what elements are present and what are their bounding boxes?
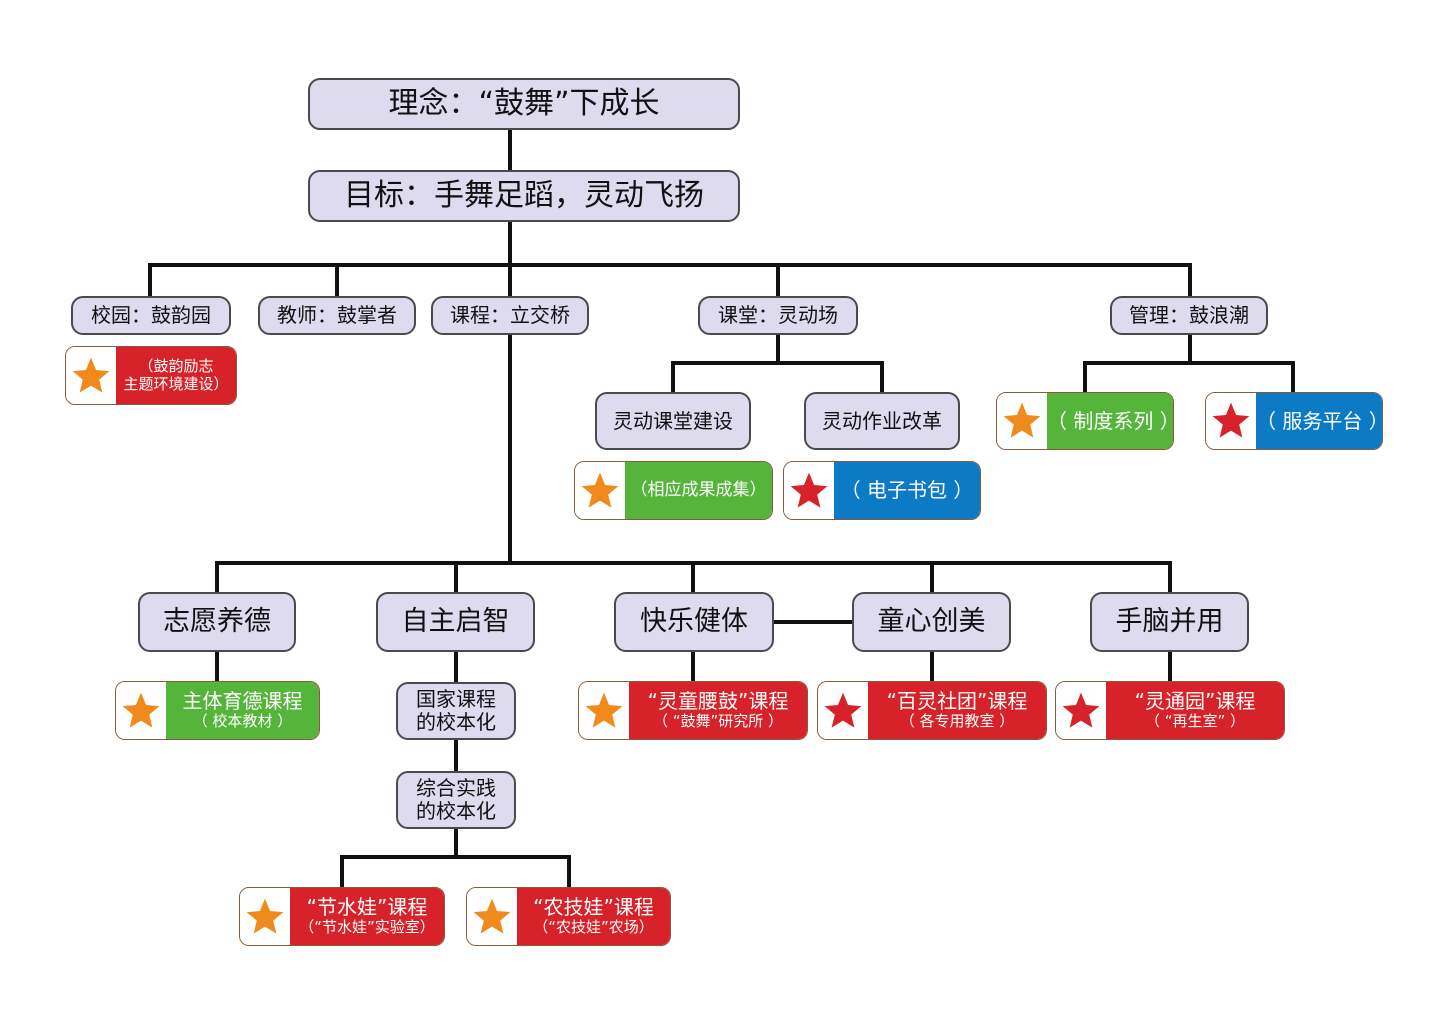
homework-reform-node: 灵动作业改革 (804, 392, 960, 450)
national-course-line2: 的校本化 (416, 710, 496, 734)
moral-badge-line2: （ 校本教材 ） (192, 712, 293, 731)
volunteer-node: 志愿养德 (138, 592, 296, 652)
farm-badge-line2: （“农技娃”农场） (533, 918, 654, 937)
service-badge-label: （ 服务平台 ） (1256, 408, 1383, 433)
national-course-line1: 国家课程 (416, 687, 496, 711)
volunteer-label: 志愿养德 (163, 606, 271, 638)
goal-node: 目标：手舞足蹈，灵动飞扬 (308, 170, 740, 222)
classroom-node: 课堂：灵动场 (698, 296, 858, 335)
national-course-node: 国家课程 的校本化 (396, 682, 516, 740)
garden-badge-line1: “灵通园”课程 (1134, 689, 1256, 714)
campus-badge-line1: （鼓韵励志 (138, 357, 214, 376)
concept-label: 理念：“鼓舞”下成长 (388, 85, 660, 121)
star-icon (579, 682, 629, 739)
star-icon (240, 888, 290, 945)
campus-badge: （鼓韵励志 主题环境建设） (65, 346, 237, 405)
service-badge: （ 服务平台 ） (1205, 392, 1383, 450)
practice-line2: 的校本化 (416, 799, 496, 823)
star-icon (467, 888, 517, 945)
practice-line1: 综合实践 (416, 776, 496, 800)
teacher-node: 教师：鼓掌者 (258, 296, 416, 335)
star-icon (116, 682, 166, 739)
teacher-label: 教师：鼓掌者 (277, 303, 397, 327)
achievements-badge: （相应成果成集） (574, 461, 773, 520)
star-icon (1206, 393, 1256, 449)
curriculum-node: 课程：立交桥 (431, 296, 589, 335)
drum-badge-line1: “灵童腰鼓”课程 (647, 689, 789, 714)
moral-badge: 主体育德课程 （ 校本教材 ） (115, 681, 320, 740)
management-node: 管理：鼓浪潮 (1110, 296, 1268, 335)
practice-node: 综合实践 的校本化 (396, 771, 516, 829)
star-icon (784, 462, 834, 519)
garden-badge-line2: （ “再生室” ） (1144, 712, 1246, 731)
handbrain-label: 手脑并用 (1115, 606, 1224, 638)
childlike-node: 童心创美 (852, 592, 1011, 652)
curriculum-label: 课程：立交桥 (450, 303, 570, 327)
classroom-label: 课堂：灵动场 (718, 303, 838, 327)
handbrain-node: 手脑并用 (1090, 592, 1249, 652)
star-icon (997, 393, 1047, 449)
campus-badge-line2: 主题环境建设） (123, 374, 229, 393)
homework-reform-label: 灵动作业改革 (822, 408, 942, 433)
club-badge-line2: （ 各专用教室 ） (899, 712, 1015, 731)
concept-node: 理念：“鼓舞”下成长 (308, 78, 740, 130)
classroom-build-label: 灵动课堂建设 (613, 408, 733, 433)
star-icon (1056, 682, 1106, 739)
system-badge: （ 制度系列 ） (996, 392, 1174, 450)
club-badge: “百灵社团”课程 （ 各专用教室 ） (817, 681, 1047, 740)
drum-badge-line2: （ “鼓舞”研究所 ） (652, 712, 784, 731)
autonomy-label: 自主启智 (401, 606, 510, 638)
management-label: 管理：鼓浪潮 (1129, 303, 1249, 327)
autonomy-node: 自主启智 (376, 592, 535, 652)
ebag-badge-label: （ 电子书包 ） (840, 478, 974, 502)
moral-badge-line1: 主体育德课程 (182, 689, 303, 714)
achievements-badge-label: （相应成果成集） (630, 479, 767, 500)
system-badge-label: （ 制度系列 ） (1047, 408, 1174, 433)
star-icon (66, 347, 116, 404)
classroom-build-node: 灵动课堂建设 (595, 392, 751, 450)
water-badge-line2: （“节水娃”实验室） (299, 918, 435, 937)
campus-label: 校园：鼓韵园 (91, 303, 211, 327)
star-icon (575, 462, 625, 519)
garden-badge: “灵通园”课程 （ “再生室” ） (1055, 681, 1285, 740)
water-badge: “节水娃”课程 （“节水娃”实验室） (239, 887, 445, 946)
drum-badge: “灵童腰鼓”课程 （ “鼓舞”研究所 ） (578, 681, 808, 740)
star-icon (818, 682, 868, 739)
happy-node: 快乐健体 (614, 592, 774, 652)
water-badge-line1: “节水娃”课程 (306, 895, 428, 920)
happy-label: 快乐健体 (640, 606, 748, 638)
club-badge-line1: “百灵社团”课程 (886, 689, 1028, 714)
farm-badge-line1: “农技娃”课程 (533, 895, 654, 920)
farm-badge: “农技娃”课程 （“农技娃”农场） (466, 887, 671, 946)
goal-label: 目标：手舞足蹈，灵动飞扬 (344, 177, 704, 213)
campus-node: 校园：鼓韵园 (71, 296, 231, 335)
ebag-badge: （ 电子书包 ） (783, 461, 981, 520)
childlike-label: 童心创美 (877, 606, 986, 638)
